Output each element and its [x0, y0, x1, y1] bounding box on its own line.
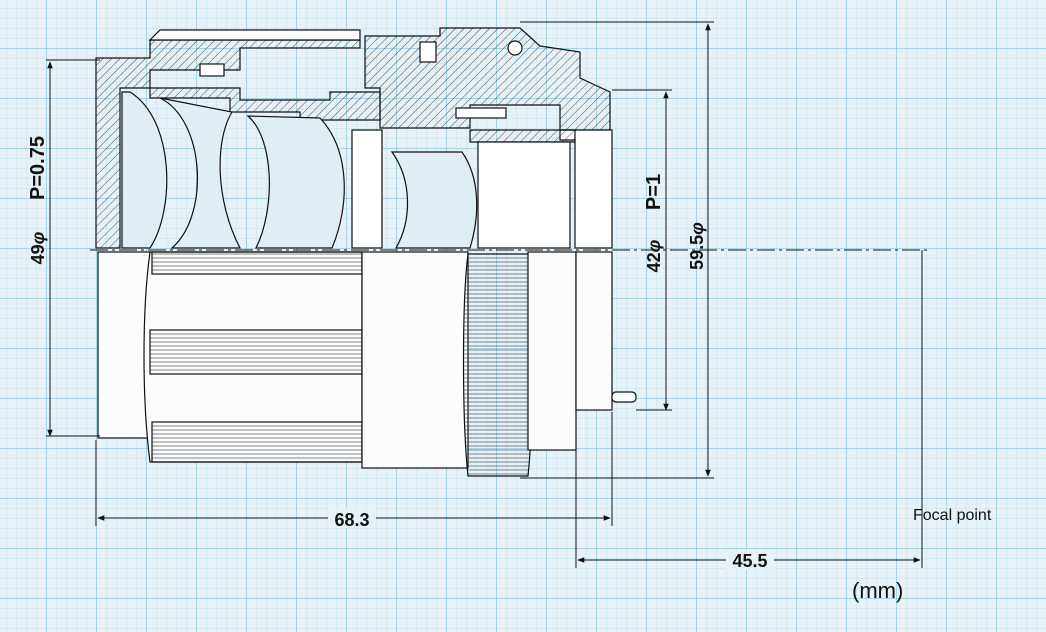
units-label: (mm) — [852, 578, 903, 603]
length-label-bg — [328, 508, 376, 528]
rear-diameter-value: 42 — [644, 252, 664, 272]
rear-thread-label: P=1 — [643, 174, 665, 210]
rear-diameter-label: 42φ — [644, 239, 664, 272]
aperture-ring-knurled — [462, 253, 534, 477]
rear-body-exterior — [527, 251, 577, 451]
focal-point-label: Focal point — [913, 507, 992, 524]
screw-2 — [419, 41, 437, 63]
rear-thread-text: P=1 — [643, 174, 665, 210]
front-diameter-value: 49 — [28, 244, 48, 264]
max-diameter-symbol: φ — [687, 222, 707, 235]
flange-focal-label: 45.5 — [732, 551, 767, 571]
svg-text:49φ: 49φ — [28, 231, 48, 264]
svg-text:59.5φ: 59.5φ — [687, 222, 707, 270]
svg-text:42φ: 42φ — [644, 239, 664, 272]
screw-3 — [455, 107, 507, 119]
focus-helicoid-section — [148, 29, 361, 41]
lens-element-3 — [246, 115, 345, 249]
aperture-ring-exterior — [361, 251, 469, 469]
front-thread-label: P=0.75 — [27, 136, 49, 200]
rear-lens-tube — [477, 141, 571, 249]
lens-element-4 — [390, 151, 478, 249]
flange-focal-label-bg — [726, 550, 774, 570]
max-diameter-label: 59.5φ — [687, 222, 707, 270]
inner-tube-section — [149, 87, 381, 121]
focus-ring-grip-2 — [149, 329, 363, 375]
focus-ring-grip-1 — [151, 251, 363, 275]
mount-flange-exterior — [575, 251, 613, 411]
rear-cell-section — [469, 129, 576, 143]
front-thread-text: P=0.75 — [27, 136, 49, 200]
front-diameter-symbol: φ — [28, 231, 48, 244]
lens-element-1 — [121, 91, 168, 249]
lens-element-5 — [351, 129, 383, 249]
length-label: 68.3 — [334, 510, 369, 530]
focus-ring-grip-3 — [151, 421, 363, 463]
front-ring-exterior — [97, 251, 151, 439]
front-diameter-label: 49φ — [28, 231, 48, 264]
lens-exterior-view — [97, 251, 637, 477]
max-diameter-value: 59.5 — [687, 235, 707, 270]
ball-bearing — [507, 40, 523, 56]
screw-1 — [199, 63, 225, 77]
lens-element-2 — [159, 97, 241, 249]
mount-pin — [611, 391, 637, 403]
rear-diameter-symbol: φ — [644, 239, 664, 252]
lens-cross-section — [95, 27, 613, 249]
